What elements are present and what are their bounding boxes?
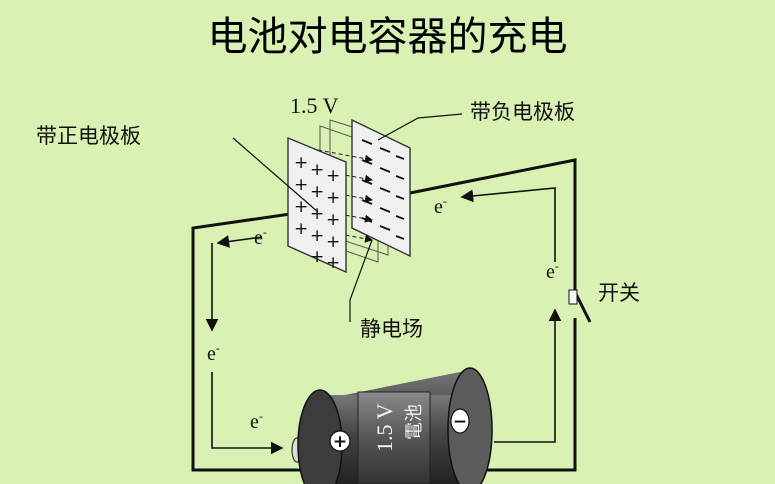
- page-title: 电池对电容器的充电: [207, 14, 568, 60]
- battery-name-label: 電池: [404, 404, 425, 440]
- capacitor-voltage: 1.5 V: [290, 93, 339, 118]
- svg-text:+: +: [310, 226, 324, 246]
- electron-label: e: [207, 343, 216, 365]
- svg-text:−: −: [453, 412, 467, 432]
- electron-flow-arrows: [205, 187, 562, 455]
- svg-text:+: +: [326, 210, 340, 230]
- positive-plate: [287, 136, 347, 274]
- svg-text:+: +: [326, 232, 340, 252]
- electrostatic-field-label: 静电场: [360, 317, 423, 341]
- battery-positive-terminal: +: [329, 430, 351, 452]
- svg-text:+: +: [326, 188, 340, 208]
- svg-text:e-: e-: [434, 194, 447, 218]
- svg-text:+: +: [310, 204, 324, 224]
- battery-voltage-label: 1.5 V: [372, 403, 397, 452]
- svg-text:e-: e-: [207, 341, 220, 365]
- electron-labels: e- e- e- e- e-: [207, 194, 559, 433]
- svg-text:e-: e-: [250, 409, 263, 433]
- svg-text:+: +: [294, 175, 308, 195]
- svg-text:+: +: [326, 253, 340, 273]
- svg-text:+: +: [310, 247, 324, 267]
- svg-text:+: +: [333, 432, 347, 452]
- svg-text:+: +: [294, 197, 308, 217]
- negative-plate-label: 带负电极板: [470, 100, 575, 124]
- svg-text:+: +: [294, 219, 308, 239]
- switch[interactable]: [568, 289, 592, 323]
- positive-charges: +++ +++ +++ +++ ++: [294, 153, 340, 273]
- svg-text:+: +: [310, 160, 324, 180]
- svg-text:e-: e-: [546, 259, 559, 283]
- switch-label: 开关: [598, 281, 640, 305]
- svg-text:e-: e-: [254, 225, 267, 249]
- circuit-wire: [191, 158, 577, 472]
- electron-label: e: [254, 227, 263, 249]
- svg-text:+: +: [310, 182, 324, 202]
- electron-label: e: [250, 411, 259, 433]
- svg-text:+: +: [294, 153, 308, 173]
- positive-plate-label: 带正电极板: [36, 124, 141, 148]
- leader-lines: [232, 113, 463, 322]
- battery-negative-terminal: −: [450, 408, 470, 434]
- electron-label: e: [434, 196, 443, 218]
- svg-text:+: +: [326, 166, 340, 186]
- capacitor: +++ +++ +++ +++ ++: [287, 118, 411, 274]
- negative-charges: [361, 139, 405, 240]
- electron-label: e: [546, 261, 555, 283]
